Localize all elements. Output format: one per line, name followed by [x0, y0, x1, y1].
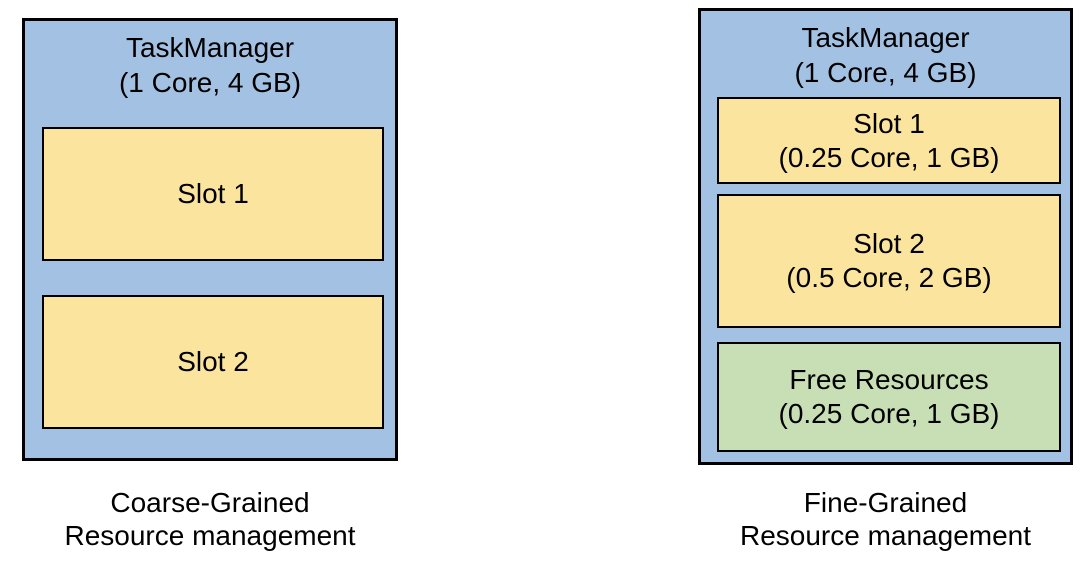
slot-resources: (0.25 Core, 1 GB): [778, 141, 1000, 173]
taskmanager-name: TaskManager: [801, 22, 970, 53]
slot-resources: (0.5 Core, 2 GB): [786, 262, 992, 293]
taskmanager-title-fine: TaskManager (1 Core, 4 GB): [701, 11, 1070, 90]
slot-1-box-coarse: Slot 1: [42, 127, 384, 261]
caption-line2: Resource management: [739, 520, 1032, 551]
taskmanager-title-coarse: TaskManager (1 Core, 4 GB): [25, 21, 395, 100]
taskmanager-resources: (1 Core, 4 GB): [794, 57, 977, 88]
free-resources-label: Free Resources: [789, 364, 989, 395]
slot-label: Slot 2: [853, 228, 925, 259]
caption-coarse-grained: Coarse-Grained Resource management: [22, 486, 398, 552]
slot-1-box-fine: Slot 1 (0.25 Core, 1 GB): [717, 97, 1061, 184]
caption-line1: Coarse-Grained: [110, 487, 310, 518]
slot-2-box-fine: Slot 2 (0.5 Core, 2 GB): [717, 194, 1061, 328]
slot-label: Slot 1: [853, 107, 925, 139]
caption-fine-grained: Fine-Grained Resource management: [698, 486, 1073, 552]
caption-line2: Resource management: [64, 520, 356, 551]
taskmanager-name: TaskManager: [125, 32, 295, 63]
taskmanager-box-fine: TaskManager (1 Core, 4 GB) Slot 1 (0.25 …: [698, 8, 1073, 465]
free-resources-amount: (0.25 Core, 1 GB): [778, 398, 1000, 429]
taskmanager-box-coarse: TaskManager (1 Core, 4 GB) Slot 1 Slot 2: [22, 18, 398, 461]
slot-label: Slot 1: [177, 178, 249, 209]
slot-2-box-coarse: Slot 2: [42, 295, 384, 429]
taskmanager-resources: (1 Core, 4 GB): [118, 67, 302, 98]
caption-line1: Fine-Grained: [803, 487, 968, 518]
slot-label: Slot 2: [177, 346, 249, 377]
free-resources-box: Free Resources (0.25 Core, 1 GB): [717, 342, 1061, 452]
